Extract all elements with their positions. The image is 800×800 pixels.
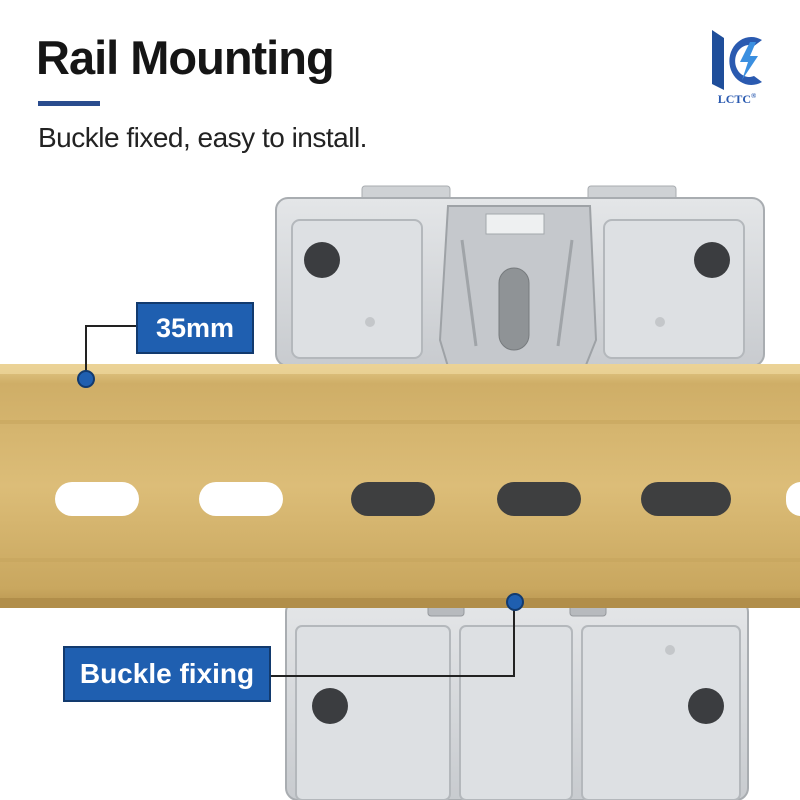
mounting-hole [688,688,724,724]
mounting-hole [304,242,340,278]
rail-slot [351,482,435,516]
rail-slot [55,482,139,516]
rail-slot [199,482,283,516]
din-rail [0,364,800,608]
mounting-hole [312,688,348,724]
top-housing [275,185,765,381]
callout-dot [77,370,95,388]
title-underline [38,101,100,106]
logo-text: LCTC® [717,92,757,106]
rail-slot [641,482,731,516]
subtitle: Buckle fixed, easy to install. [38,122,367,153]
mounting-hole [694,242,730,278]
buckle-fixing-label: Buckle fixing [63,646,271,702]
rail-slot [497,482,581,516]
page-title: Rail Mounting [36,31,335,84]
rail-slot [786,482,800,516]
callout-dot [506,593,524,611]
lctc-logo-icon: LCTC® [706,24,768,106]
callout-lines [85,325,515,677]
logo-mark-icon [712,30,762,90]
rail-width-label: 35mm [136,302,254,354]
bottom-housing [285,591,749,800]
